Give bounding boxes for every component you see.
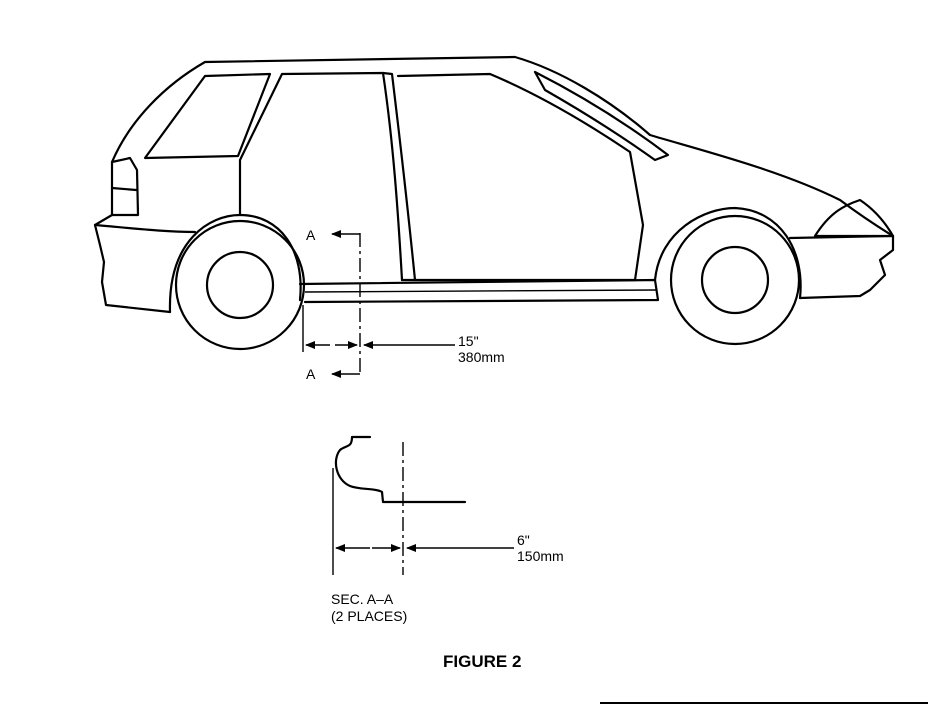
front-wheel-arch [653,206,802,300]
rear-wheel [174,219,306,351]
section-places: (2 PLACES) [331,608,407,624]
car-dim-inches: 15" [458,333,479,349]
b-pillar [381,71,417,282]
sec-dim-inches: 6" [517,532,530,548]
section-profile [334,435,467,504]
section-aa-detail: 6" 150mm SEC. A–A (2 PLACES) [331,435,564,624]
section-title: SEC. A–A [331,591,394,607]
section-label-top: A [306,227,316,243]
rear-wheel-arch [168,213,302,314]
car-body-outline [93,55,895,314]
headlight [813,198,895,238]
figure-title: FIGURE 2 [443,652,521,671]
rear-door [238,71,404,282]
section-label-bottom: A [306,366,316,382]
tail-light [110,156,140,217]
car-side-view: A A 15" 380mm [93,55,895,382]
rear-quarter-line [93,223,197,234]
sec-dim-mm: 150mm [517,548,564,564]
front-door [396,72,645,282]
roof-rail [533,70,670,162]
rear-window [143,72,272,160]
car-dimension: 15" 380mm [302,305,505,365]
front-wheel [669,214,801,346]
car-dim-mm: 380mm [458,349,505,365]
rocker-panel [298,278,660,304]
